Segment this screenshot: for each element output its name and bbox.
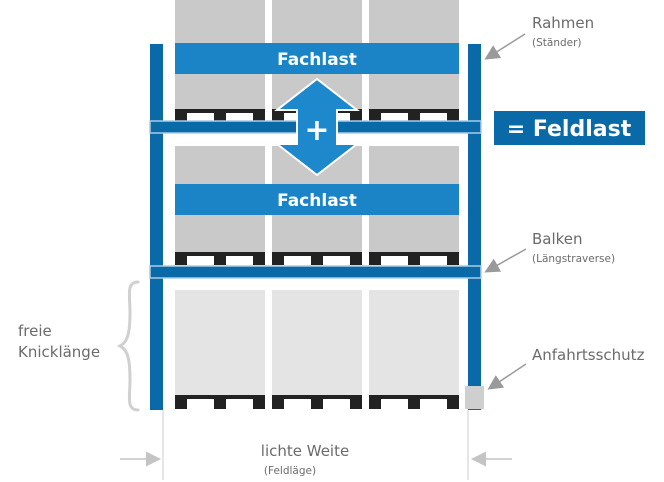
- left-upright: [150, 44, 163, 410]
- rahmen-label: Rahmen: [532, 14, 594, 32]
- callout-arrow-icon: [487, 363, 527, 390]
- upper-fachlast-label: Fachlast: [277, 50, 357, 70]
- lichte-weite-sub-label: (Feldläge): [264, 465, 316, 477]
- right-upright: [468, 44, 481, 410]
- knick-label-line1: freie: [18, 322, 52, 340]
- bottom-level-pallets: [175, 290, 459, 409]
- feldlast-box: [494, 111, 645, 145]
- pallet-feet: [175, 252, 459, 265]
- pallet-box: [272, 290, 362, 396]
- balken-label: Balken: [532, 230, 583, 248]
- rahmen-sub-label: (Ständer): [532, 37, 582, 49]
- left-curly-brace-icon: [116, 280, 140, 412]
- anfahrtsschutz-label: Anfahrtsschutz: [532, 346, 645, 364]
- pallet-feet: [175, 395, 459, 409]
- up-down-arrow-icon: [274, 77, 360, 177]
- pallet-box: [175, 290, 265, 396]
- balken-sub-label: (Längstraverse): [532, 253, 615, 265]
- feldlast-label: = Feldlast: [507, 117, 632, 142]
- anfahrtsschutz-guard: [465, 386, 484, 409]
- lower-fachlast-band: [175, 184, 459, 215]
- lichte-weite-label: lichte Weite: [261, 442, 349, 460]
- lower-beam: [149, 265, 482, 279]
- pallet-box: [369, 290, 459, 396]
- knick-label-line2: Knicklänge: [18, 343, 100, 361]
- plus-sign: +: [304, 113, 329, 148]
- callout-arrow-icon: [484, 248, 527, 273]
- upper-fachlast-band: [175, 43, 459, 74]
- callout-arrow-icon: [484, 33, 526, 60]
- lower-fachlast-label: Fachlast: [277, 191, 357, 211]
